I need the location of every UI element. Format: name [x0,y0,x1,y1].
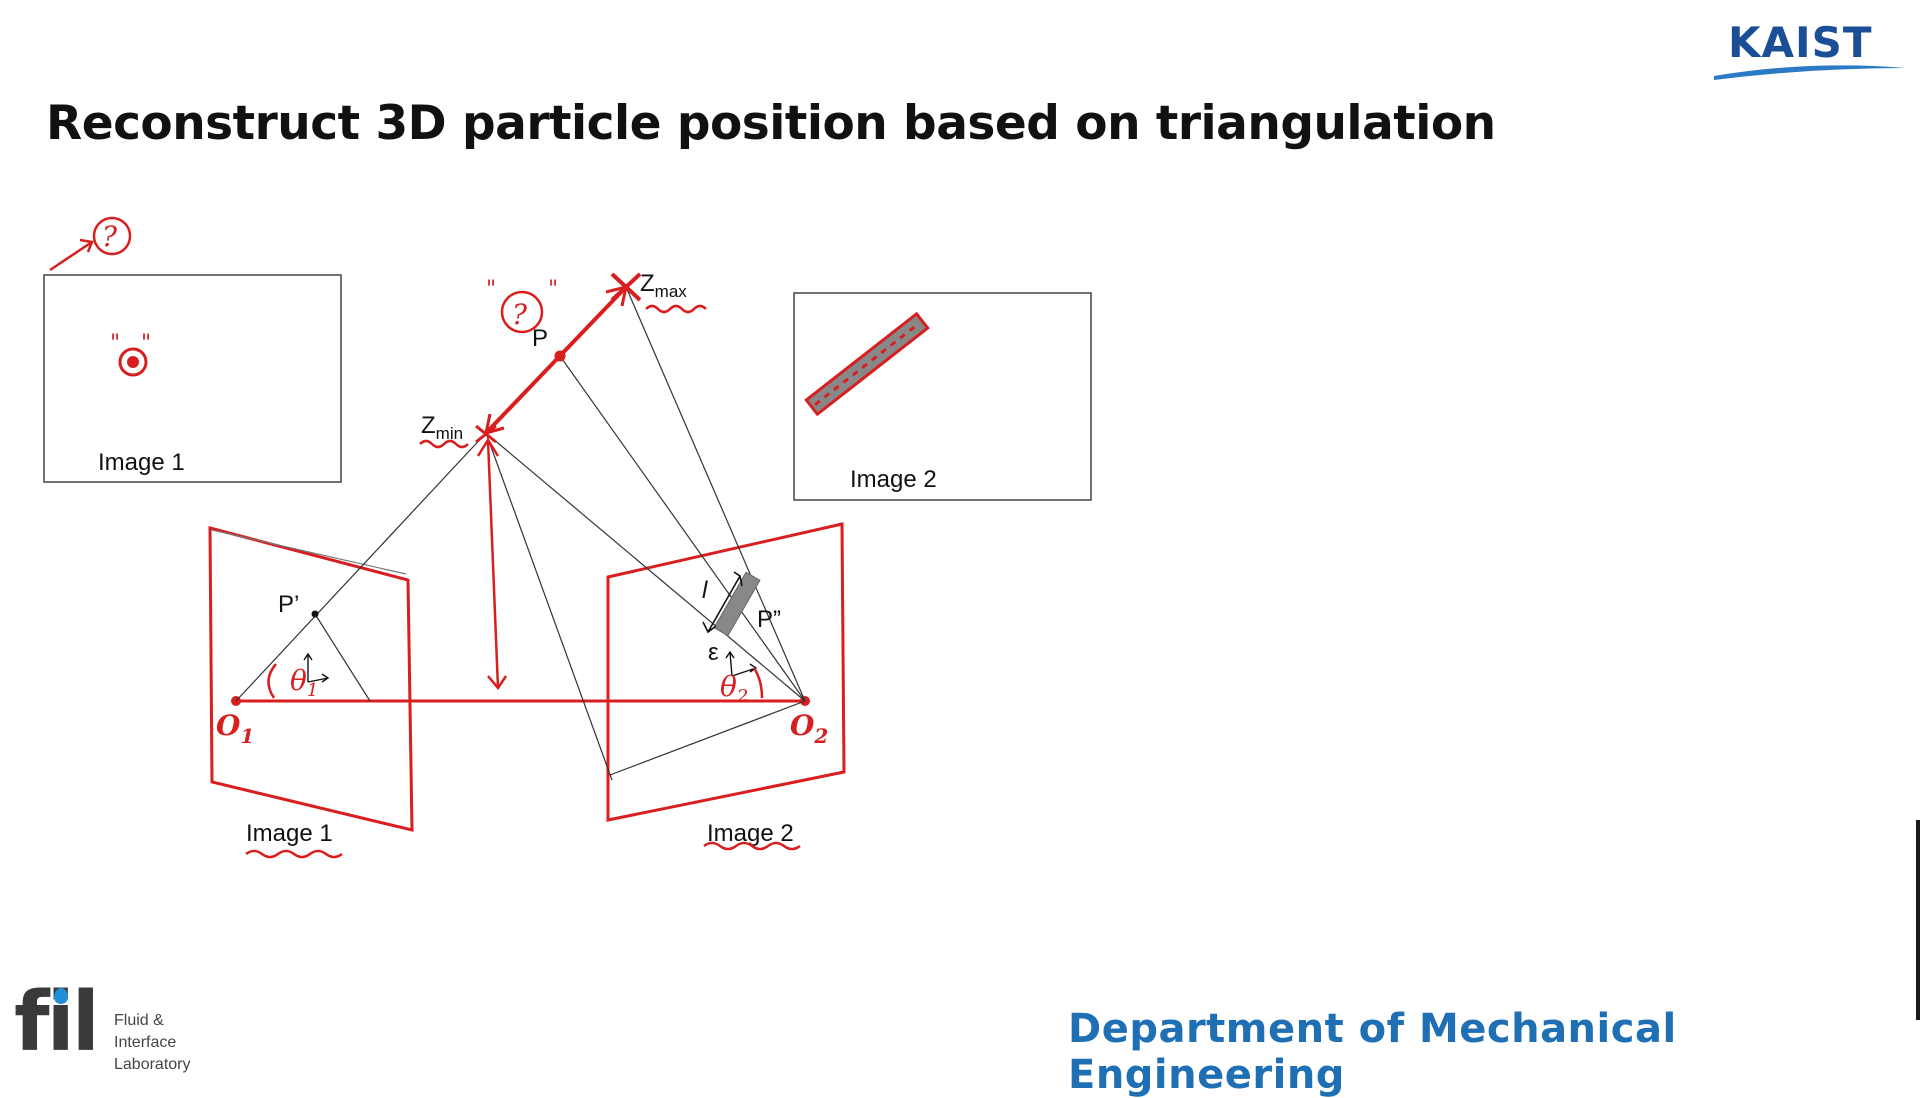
origin1-subscript: 1 [240,724,254,748]
z-min-letter: Z [421,412,436,439]
point-p-prime-label: P’ [278,591,299,618]
image2-inset-frame [793,292,1092,501]
footer-department: Department of Mechanical Engineering [1068,1006,1677,1098]
image2-plane-label-underline [703,841,801,851]
theta2-letter: θ [720,670,737,703]
theta1-arc [267,663,277,699]
theta2-label: θ2 [720,670,748,707]
image1-particle-ring [118,347,148,377]
origin2-label: O2 [790,709,828,748]
theta1-subscript: 1 [307,680,318,701]
p-prime-point [311,610,319,618]
question-mark-inset1: ? [102,220,118,253]
origin1-label: O1 [216,709,254,748]
los-quote-left: " [486,277,496,302]
fil-line3: Laboratory [114,1056,191,1073]
image1-plane-edge [211,529,407,575]
z-min-underline [419,439,469,449]
fil-drop-icon [54,988,68,1004]
image2-plane-streak [713,571,761,637]
image1-quote-mark-left: " [110,331,120,356]
particle-p-point [554,350,566,362]
fil-line1: Fluid & [114,1012,164,1029]
image1-plane-label-underline [245,849,343,859]
image2-plane [606,522,846,822]
origin2-subscript: 2 [813,724,828,748]
origin2-letter: O [790,709,815,742]
axis-arrows-left-icon [303,652,330,683]
image1-inset-label: Image 1 [98,449,185,476]
image1-plane-label: Image 1 [246,820,333,847]
z-max-subscript: max [655,282,688,301]
fil-logo-text: Fluid & Interface Laboratory [114,1010,191,1076]
z-max-underline [645,304,707,314]
window-edge-bar [1916,820,1920,1020]
z-max-letter: Z [640,270,655,297]
epsilon-label: ε [708,639,719,666]
kaist-swoosh-icon [1714,65,1906,80]
zmax-cross [610,272,642,302]
fil-line2: Interface [114,1034,177,1051]
depth-arrow [476,437,508,691]
image1-inset-frame [43,274,342,483]
question-arrow-icon [49,238,94,272]
point-p-double-prime-label: P” [757,606,781,633]
los-question-circle-icon [500,290,544,334]
theta2-subscript: 2 [736,686,748,707]
image2-inset-label: Image 2 [850,466,937,493]
origin1-letter: O [216,709,241,742]
z-max-label: Zmax [640,270,687,301]
question-mark-los: ? [512,298,528,331]
image1-plane [208,526,414,832]
kaist-logo-text: KAIST [1728,18,1873,67]
zmin-cross [475,424,497,444]
point-p-label: P [532,325,548,352]
kaist-logo: KAIST [1710,14,1910,84]
projection-lines [235,286,806,781]
question-circle-icon [92,216,132,256]
z-min-subscript: min [436,424,463,443]
theta1-letter: θ [290,664,307,697]
fil-lab-logo: fil Fluid & Interface Laboratory [14,982,214,1074]
axis-arrows-right-icon [725,650,758,677]
los-quote-right: " [548,277,558,302]
image2-streak [804,311,930,417]
image1-quote-mark-right: " [141,331,151,356]
line-of-sight-segment [484,285,628,435]
theta1-label: θ1 [290,664,318,701]
image1-particle-dot [127,356,139,368]
length-l-label: l [702,577,708,604]
z-min-label: Zmin [421,412,463,443]
slide-title: Reconstruct 3D particle position based o… [46,96,1496,151]
theta2-arc [752,667,764,699]
length-l-arrow [702,571,743,634]
